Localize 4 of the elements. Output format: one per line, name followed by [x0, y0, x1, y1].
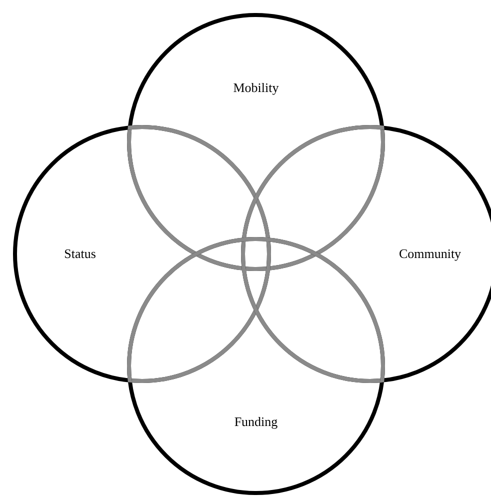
set-label: Status	[64, 246, 96, 262]
set-label: Community	[398, 246, 462, 262]
set-label: Mobility	[233, 80, 279, 96]
set-label: Funding	[234, 414, 278, 430]
